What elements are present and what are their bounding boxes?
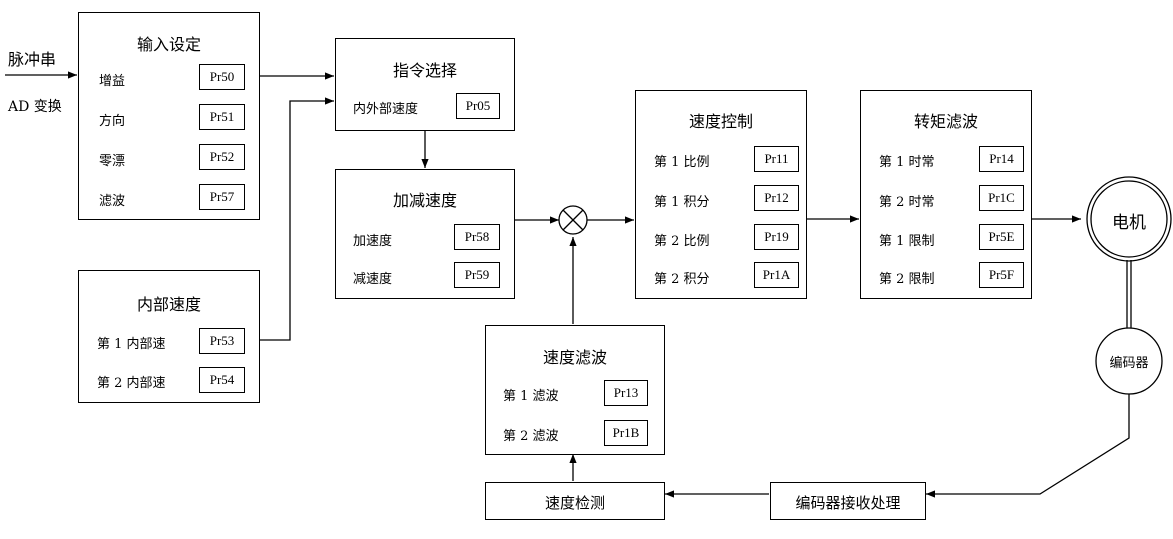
param-pr53: Pr53 <box>199 328 245 354</box>
param-pr57: Pr57 <box>199 184 245 210</box>
input-setting-title: 输入设定 <box>136 35 201 54</box>
summing-junction <box>558 205 588 235</box>
accel-decel-row-label: 加速度 <box>353 234 393 249</box>
torque-filter-row-label: 第 1 时常 <box>879 155 935 170</box>
command-select-block: 指令选择 内外部速度 Pr05 <box>335 38 515 131</box>
param-pr50: Pr50 <box>199 64 245 90</box>
param-pr58: Pr58 <box>454 224 500 250</box>
speed-filter-row-label: 第 1 滤波 <box>503 389 559 404</box>
internal-speed-row-label: 第 1 内部速 <box>97 337 166 352</box>
accel-decel-row-label: 减速度 <box>353 272 393 287</box>
speed-control-row-label: 第 1 比例 <box>654 155 710 170</box>
input-setting-row-label: 零漂 <box>99 154 126 169</box>
speed-control-block: 速度控制 第 1 比例 Pr11 第 1 积分 Pr12 第 2 比例 Pr19… <box>635 90 807 299</box>
param-pr1a: Pr1A <box>754 262 799 288</box>
internal-speed-title: 内部速度 <box>136 295 201 314</box>
command-select-title: 指令选择 <box>392 61 457 80</box>
internal-speed-block: 内部速度 第 1 内部速 Pr53 第 2 内部速 Pr54 <box>78 270 260 403</box>
torque-filter-row-label: 第 2 时常 <box>879 195 935 210</box>
accel-decel-title: 加减速度 <box>392 191 457 210</box>
speed-control-row-label: 第 1 积分 <box>654 195 710 210</box>
torque-filter-block: 转矩滤波 第 1 时常 Pr14 第 2 时常 Pr1C 第 1 限制 Pr5E… <box>860 90 1032 299</box>
encoder-receive-label: 编码器接收处理 <box>795 494 901 512</box>
input-setting-block: 输入设定 增益 Pr50 方向 Pr51 零漂 Pr52 滤波 Pr57 <box>78 12 260 220</box>
input-setting-row-label: 方向 <box>99 114 126 129</box>
command-select-row-label: 内外部速度 <box>353 102 419 117</box>
encoder-receive-block: 编码器接收处理 <box>770 482 926 520</box>
speed-filter-block: 速度滤波 第 1 滤波 Pr13 第 2 滤波 Pr1B <box>485 325 665 455</box>
motor-label: 电机 <box>1112 213 1146 233</box>
param-pr51: Pr51 <box>199 104 245 130</box>
param-pr1b: Pr1B <box>604 420 648 446</box>
speed-filter-row-label: 第 2 滤波 <box>503 429 559 444</box>
speed-control-row-label: 第 2 积分 <box>654 272 710 287</box>
param-pr19: Pr19 <box>754 224 799 250</box>
internal-to-command-arrow <box>259 97 334 341</box>
encoder-label: 编码器 <box>1109 356 1149 371</box>
ad-conversion-label: AD 变换 <box>8 99 62 115</box>
speed-detect-block: 速度检测 <box>485 482 665 520</box>
speed-filter-title: 速度滤波 <box>542 348 607 367</box>
param-pr05: Pr05 <box>456 93 500 119</box>
param-pr14: Pr14 <box>979 146 1024 172</box>
param-pr12: Pr12 <box>754 185 799 211</box>
param-pr59: Pr59 <box>454 262 500 288</box>
param-pr11: Pr11 <box>754 146 799 172</box>
speed-control-row-label: 第 2 比例 <box>654 234 710 249</box>
input-setting-row-label: 滤波 <box>99 194 126 209</box>
param-pr1c: Pr1C <box>979 185 1024 211</box>
param-pr54: Pr54 <box>199 367 245 393</box>
torque-filter-title: 转矩滤波 <box>913 112 978 131</box>
param-pr5f: Pr5F <box>979 262 1024 288</box>
speed-control-title: 速度控制 <box>688 112 753 131</box>
encoder-circle <box>1095 327 1163 395</box>
torque-filter-row-label: 第 1 限制 <box>879 234 935 249</box>
accel-decel-block: 加减速度 加速度 Pr58 减速度 Pr59 <box>335 169 515 299</box>
motor-outer-circle <box>1086 176 1172 262</box>
pulse-input-label: 脉冲串 <box>8 50 57 69</box>
internal-speed-row-label: 第 2 内部速 <box>97 376 166 391</box>
speed-detect-label: 速度检测 <box>544 494 605 512</box>
param-pr13: Pr13 <box>604 380 648 406</box>
input-setting-row-label: 增益 <box>99 74 126 89</box>
torque-filter-row-label: 第 2 限制 <box>879 272 935 287</box>
param-pr52: Pr52 <box>199 144 245 170</box>
param-pr5e: Pr5E <box>979 224 1024 250</box>
encoder-to-receive-arrow <box>926 394 1130 498</box>
